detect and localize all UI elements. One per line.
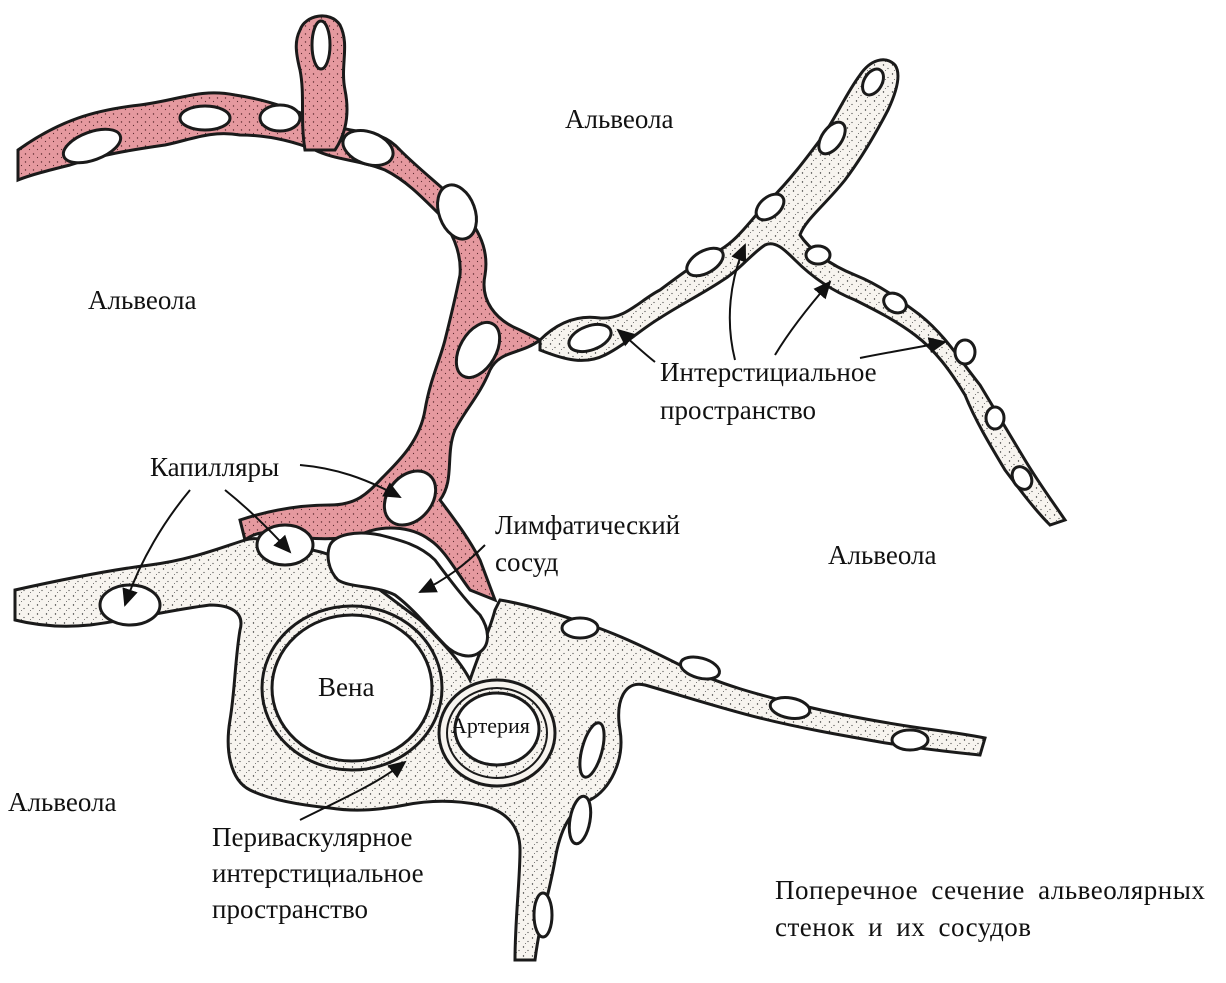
capillary-lumen (986, 407, 1004, 429)
label-lymphatic-line2: сосуд (495, 545, 558, 579)
label-perivascular-line3: пространство (212, 892, 368, 926)
caption-line2: стенок и их сосудов (775, 909, 1032, 946)
capillary-lumen (892, 730, 928, 750)
label-perivascular-line2: интерстициальное (212, 856, 424, 890)
pointer-interstitial-3 (775, 282, 830, 355)
capillary-lumen (534, 893, 552, 937)
capillary-lumen (257, 525, 313, 565)
capillary-lumen (955, 340, 975, 364)
label-alveola-right: Альвеола (828, 538, 936, 572)
caption-line1: Поперечное сечение альвеолярных (775, 872, 1205, 909)
label-perivascular-line1: Периваскулярное (212, 820, 413, 854)
label-alveola-top: Альвеола (565, 102, 673, 136)
label-capillaries: Капилляры (150, 450, 279, 484)
label-alveola-left: Альвеола (88, 283, 196, 317)
label-lymphatic-line1: Лимфатический (495, 508, 680, 542)
capillary-lumen (806, 246, 830, 264)
capillary-lumen (260, 105, 300, 131)
label-vein: Вена (318, 670, 374, 704)
label-artery: Артерия (451, 713, 530, 739)
label-alveola-bottom-left: Альвеола (8, 785, 116, 819)
capillary-lumen (180, 106, 230, 130)
capillary-lumen (312, 21, 330, 69)
label-interstitial-line2: пространство (660, 393, 816, 427)
capillary-lumen (562, 618, 598, 638)
label-interstitial-line1: Интерстициальное (660, 355, 877, 389)
